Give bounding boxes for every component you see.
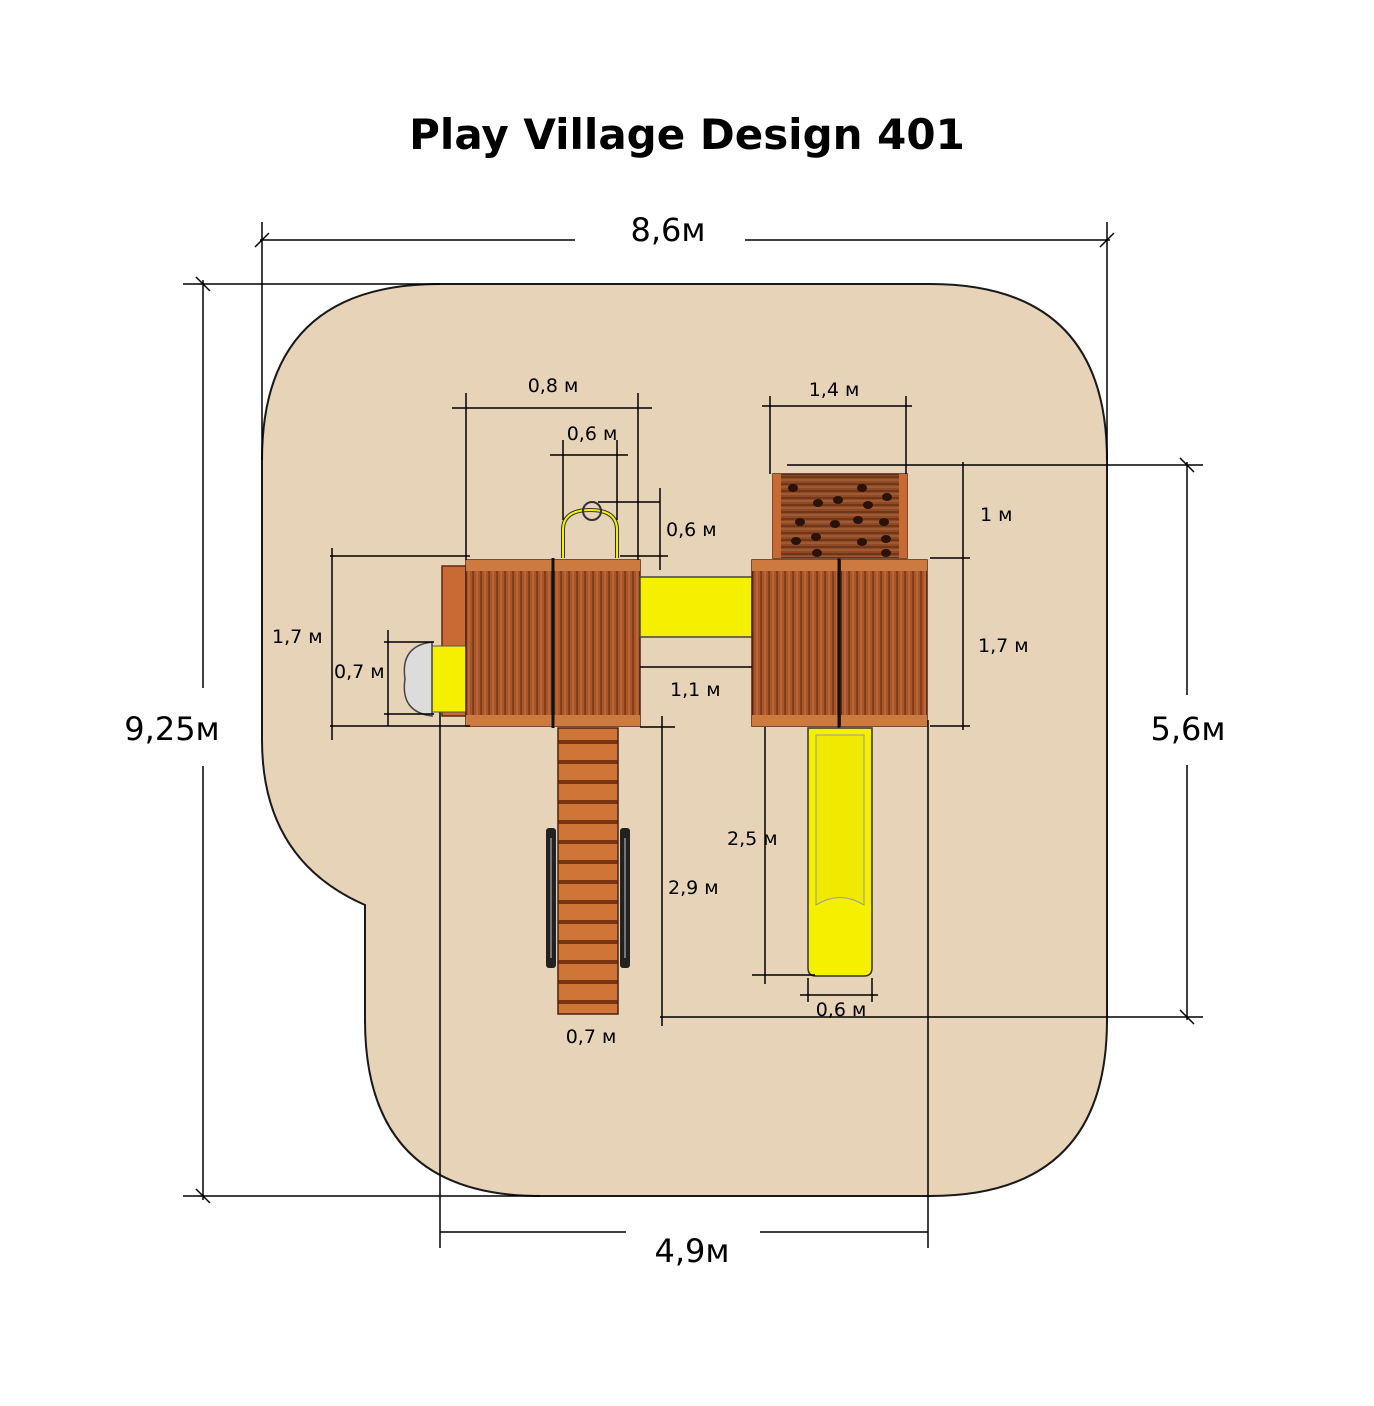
ground-area: [261, 283, 1108, 1197]
right-tower-b: [840, 559, 928, 727]
climbing-wall-width-label: 1,4 м: [809, 379, 860, 401]
slide-length-label: 2,5 м: [727, 828, 778, 850]
climbing-wall: [772, 473, 908, 559]
structure-depth-label: 5,6м: [1150, 710, 1225, 748]
left-tower-a: [465, 559, 553, 727]
dimension-overall-depth: 9,25м: [124, 276, 540, 1204]
ladder-width-label: 0,7 м: [566, 1026, 617, 1048]
climbing-wall-depth-label: 1 м: [980, 504, 1012, 526]
dimension-structure-width: 4,9м: [439, 700, 929, 1270]
swing-ring-width-label: 0,6 м: [567, 423, 618, 445]
left-tower-height-label: 1,7 м: [272, 626, 323, 648]
overall-depth-label: 9,25м: [124, 710, 219, 748]
structure-width-label: 4,9м: [654, 1232, 729, 1270]
slide: [807, 727, 873, 977]
dimension-overall-width: 8,6м: [254, 211, 1115, 460]
slide-width-label: 0,6 м: [816, 999, 867, 1021]
left-tower-b: [553, 559, 641, 727]
telescope-depth-label: 0,7 м: [334, 661, 385, 683]
diagram-title: Play Village Design 401: [409, 110, 965, 159]
left-tower-top-label: 0,8 м: [528, 375, 579, 397]
overall-width-label: 8,6м: [630, 211, 705, 249]
inner-dimensions: 0,8 м 0,6 м 0,6 м 1,7 м 0,7 м 1,1 м 1,4 …: [272, 375, 1029, 1048]
right-tower-height-label: 1,7 м: [978, 635, 1029, 657]
ladder-length-label: 2,9 м: [668, 877, 719, 899]
tunnel-bridge: [639, 576, 753, 638]
telescope-dome: [403, 641, 467, 717]
dimension-structure-depth: 5,6м: [660, 457, 1226, 1025]
swing-ring-height-label: 0,6 м: [666, 519, 717, 541]
ladder: [546, 727, 630, 1015]
right-tower-a: [751, 559, 839, 727]
swing-ring: [561, 501, 619, 558]
bridge-gap-label: 1,1 м: [670, 679, 721, 701]
